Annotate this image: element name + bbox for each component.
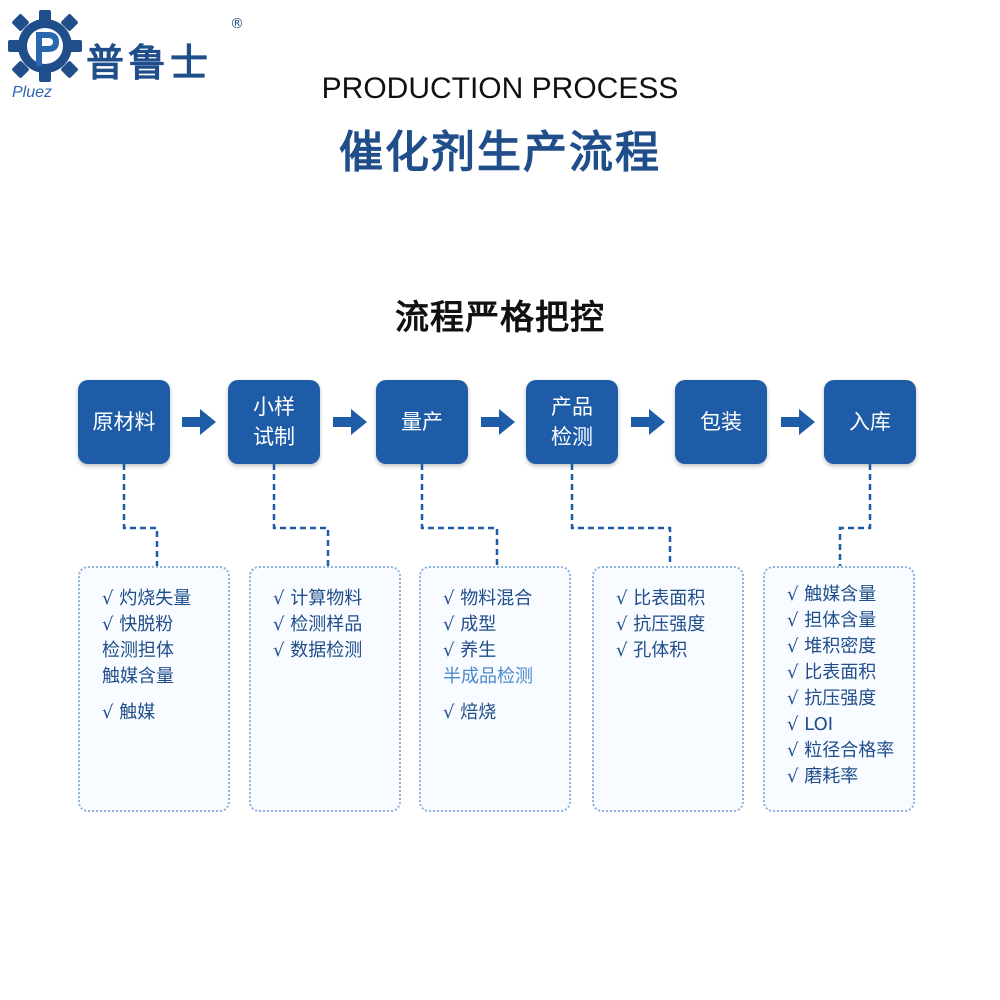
detail-box-raw-material: √ 灼烧失量 √ 快脱粉 检测担体 触媒含量 √ 触媒 [78, 566, 230, 812]
detail-item: 半成品检测 [443, 666, 533, 687]
detail-item: √ 担体含量 [787, 610, 877, 631]
step-label: 量产 [401, 410, 443, 434]
detail-item: √ 孔体积 [616, 640, 688, 661]
step-label: 检测 [551, 425, 593, 449]
logo-chinese-name: 普鲁士 [86, 40, 213, 85]
detail-box-sample-trial: √ 计算物料 √ 检测样品 √ 数据检测 [249, 566, 401, 812]
detail-item: √ 灼烧失量 [102, 588, 192, 609]
detail-item: √ 养生 [443, 640, 497, 661]
connector-line [122, 464, 159, 566]
step-product-testing: 产品 检测 [526, 380, 618, 464]
step-warehousing: 入库 [824, 380, 916, 464]
detail-item: √ 比表面积 [787, 662, 877, 683]
step-mass-production: 量产 [376, 380, 468, 464]
arrow-right-icon [781, 409, 815, 435]
step-label: 包装 [700, 410, 742, 434]
detail-item: √ 数据检测 [273, 640, 363, 661]
connector-line [570, 464, 672, 566]
step-raw-material: 原材料 [78, 380, 170, 464]
detail-item: √ LOI [787, 714, 834, 735]
step-label: 小样 [253, 395, 295, 419]
detail-item: √ 计算物料 [273, 588, 363, 609]
detail-item: √ 堆积密度 [787, 636, 877, 657]
detail-item: √ 粒径合格率 [787, 740, 895, 761]
logo-english-name: Pluez [12, 84, 53, 101]
detail-item: 触媒含量 [102, 666, 174, 687]
detail-item: √ 触媒含量 [787, 584, 877, 605]
detail-item: √ 焙烧 [443, 702, 497, 723]
connector-line [420, 464, 499, 566]
step-label: 原材料 [92, 410, 156, 434]
registered-mark: ® [230, 16, 244, 32]
detail-item: √ 触媒 [102, 702, 156, 723]
detail-item: √ 成型 [443, 614, 497, 635]
detail-item: √ 抗压强度 [616, 614, 706, 635]
detail-item: √ 磨耗率 [787, 766, 859, 787]
company-logo: 普鲁士 ® Pluez [6, 8, 246, 103]
detail-item: √ 抗压强度 [787, 688, 877, 709]
detail-box-mass-production: √ 物料混合 √ 成型 √ 养生 半成品检测 √ 焙烧 [419, 566, 571, 812]
arrow-right-icon [182, 409, 216, 435]
arrow-right-icon [333, 409, 367, 435]
step-sample-trial: 小样 试制 [228, 380, 320, 464]
section-subtitle: 流程严格把控 [395, 298, 605, 338]
detail-box-warehousing: √ 触媒含量 √ 担体含量 √ 堆积密度 √ 比表面积 √ 抗压强度 √ LOI… [763, 566, 915, 812]
page-title-english: PRODUCTION PROCESS [321, 72, 679, 105]
connector-line [272, 464, 330, 566]
arrow-right-icon [481, 409, 515, 435]
detail-item: √ 快脱粉 [102, 614, 174, 635]
detail-box-product-testing: √ 比表面积 √ 抗压强度 √ 孔体积 [592, 566, 744, 812]
detail-item: √ 物料混合 [443, 588, 533, 609]
step-packaging: 包装 [675, 380, 767, 464]
step-label: 入库 [849, 410, 891, 434]
detail-item: √ 比表面积 [616, 588, 706, 609]
gear-logo-icon [8, 10, 82, 82]
page-title-chinese: 催化剂生产流程 [339, 127, 661, 178]
connector-line [838, 464, 872, 566]
step-label: 试制 [253, 425, 295, 449]
step-label: 产品 [551, 395, 593, 419]
detail-item: √ 检测样品 [273, 614, 363, 635]
detail-item: 检测担体 [102, 640, 174, 661]
arrow-right-icon [631, 409, 665, 435]
